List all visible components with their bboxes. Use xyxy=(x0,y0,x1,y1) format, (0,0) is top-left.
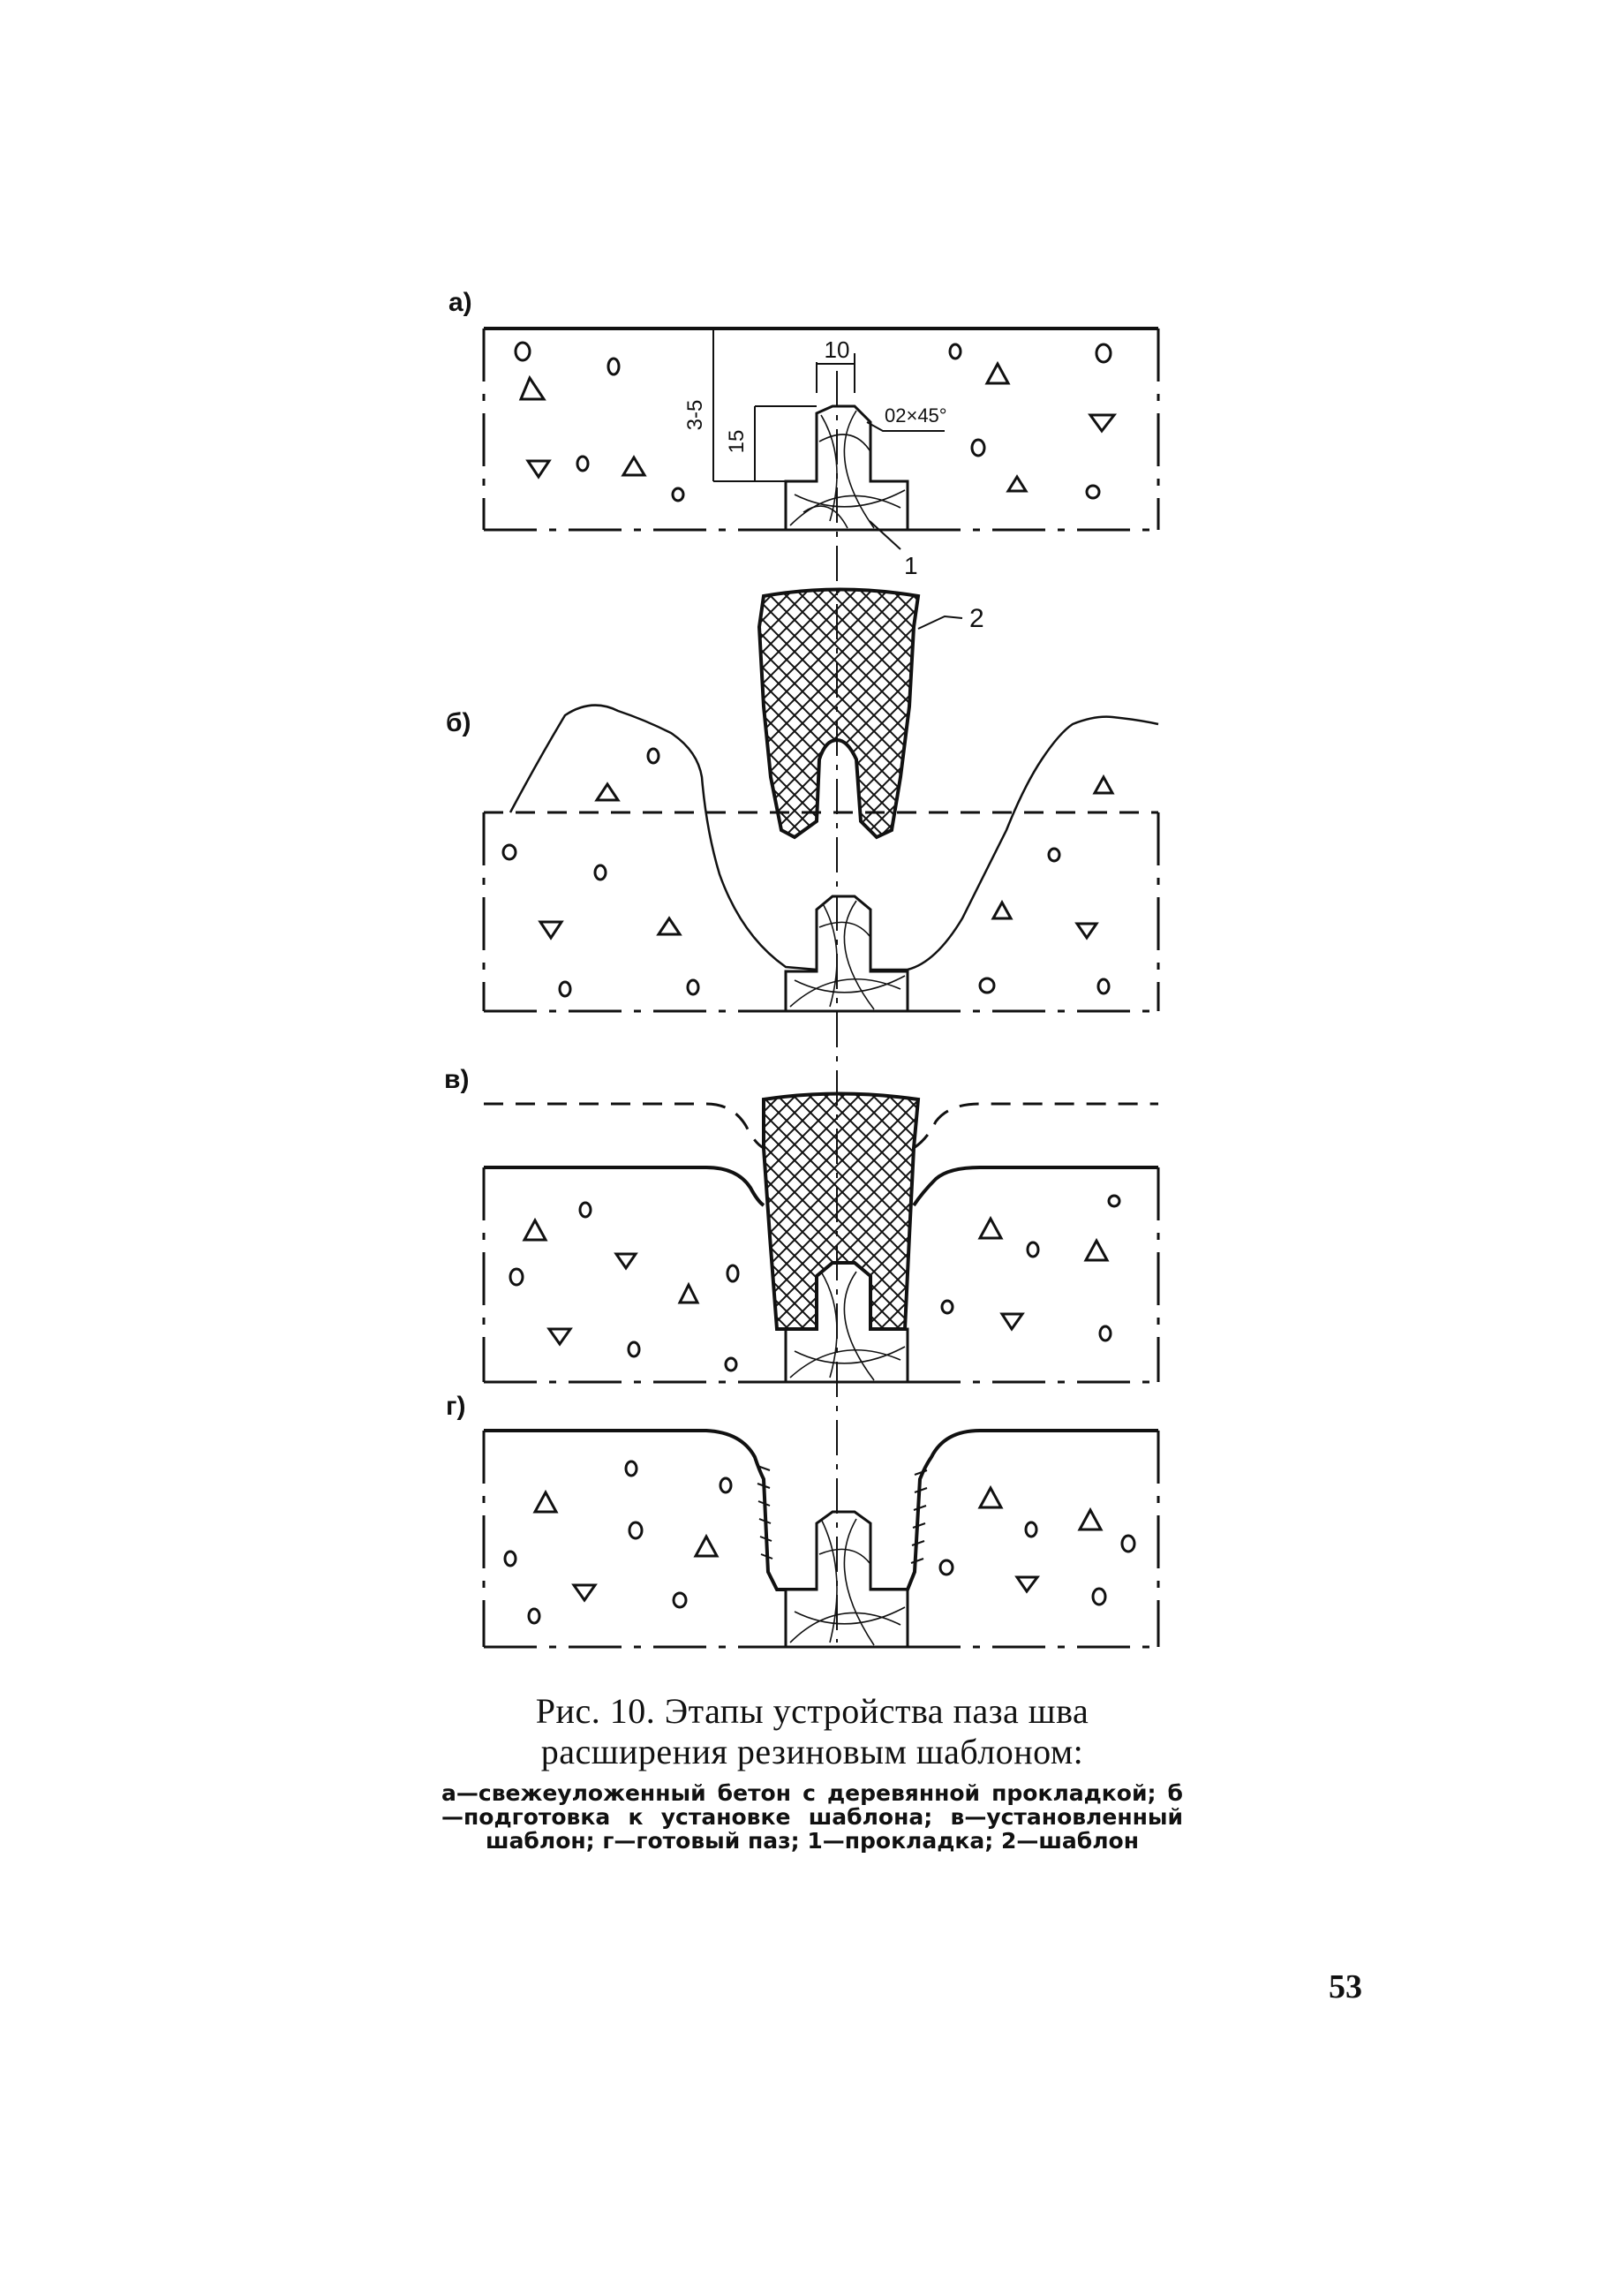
callout-1: 1 xyxy=(904,552,918,579)
figure-drawing: а) 10 02×45° 3-5 15 1 xyxy=(444,288,1160,1649)
caption-title: Рис. 10. Этапы устройства паза шва расши… xyxy=(535,1691,1089,1771)
panel-b: б) xyxy=(446,704,1160,1013)
panel-d-letter: г) xyxy=(446,1392,466,1421)
figure: а) 10 02×45° 3-5 15 1 xyxy=(444,288,1160,1649)
gasket-d xyxy=(784,1510,909,1649)
panel-c: в) xyxy=(444,1065,1160,1384)
dim-depth-3-5: 3-5 xyxy=(683,400,707,431)
panel-a-letter: а) xyxy=(448,288,472,317)
panel-c-letter: в) xyxy=(444,1065,469,1094)
panel-d: г) xyxy=(446,1392,1160,1649)
template-b: 2 xyxy=(757,587,984,840)
figure-caption: Рис. 10. Этапы устройства паза шва расши… xyxy=(441,1691,1183,1853)
caption-legend: а—свежеуложенный бетон с деревянной прок… xyxy=(441,1780,1183,1854)
callout-2: 2 xyxy=(969,604,984,633)
page-number: 53 xyxy=(1329,1968,1362,2005)
panel-b-letter: б) xyxy=(446,708,471,737)
dim-chamfer: 02×45° xyxy=(885,404,947,427)
dim-width-10: 10 xyxy=(825,336,850,363)
dim-depth-15: 15 xyxy=(725,430,749,454)
template-c xyxy=(762,1091,921,1331)
panel-a: а) 10 02×45° 3-5 15 1 xyxy=(448,288,1160,579)
